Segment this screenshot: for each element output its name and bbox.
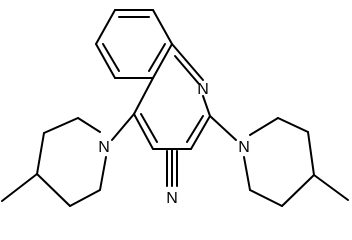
atom-n-piperidine-left: N [98, 139, 110, 156]
double-bond-inner [148, 43, 166, 72]
bond [43, 117, 79, 134]
bond [99, 156, 107, 191]
bond [313, 174, 349, 201]
bond [95, 9, 116, 45]
bond [281, 174, 315, 207]
bond [77, 117, 101, 133]
atom-n-piperidine-right: N [238, 139, 250, 156]
bond [209, 115, 237, 141]
double-bond-inner [186, 115, 204, 143]
bond [171, 43, 204, 81]
atom-n-nitrile: N [166, 190, 178, 207]
bond [190, 115, 211, 150]
double-bond-inner [102, 43, 120, 72]
bond [307, 131, 315, 176]
bond [133, 113, 154, 150]
bond [202, 95, 211, 117]
bond [152, 9, 173, 45]
bond [277, 117, 309, 133]
double-bond-inner [174, 55, 200, 85]
bond [95, 43, 116, 79]
bond [111, 113, 135, 141]
bond [36, 132, 45, 175]
structure-canvas: N N N N [1, 9, 349, 207]
bond [133, 77, 154, 115]
bond [152, 43, 173, 79]
bond [36, 173, 71, 207]
bond [243, 156, 251, 191]
atom-n-quinoline: N [197, 81, 209, 98]
bond [249, 189, 283, 207]
molecule-drawing: N N N N [1, 9, 349, 207]
double-bond-inner [140, 113, 158, 143]
bond [249, 117, 279, 136]
bond [69, 189, 101, 207]
bond [1, 173, 38, 202]
